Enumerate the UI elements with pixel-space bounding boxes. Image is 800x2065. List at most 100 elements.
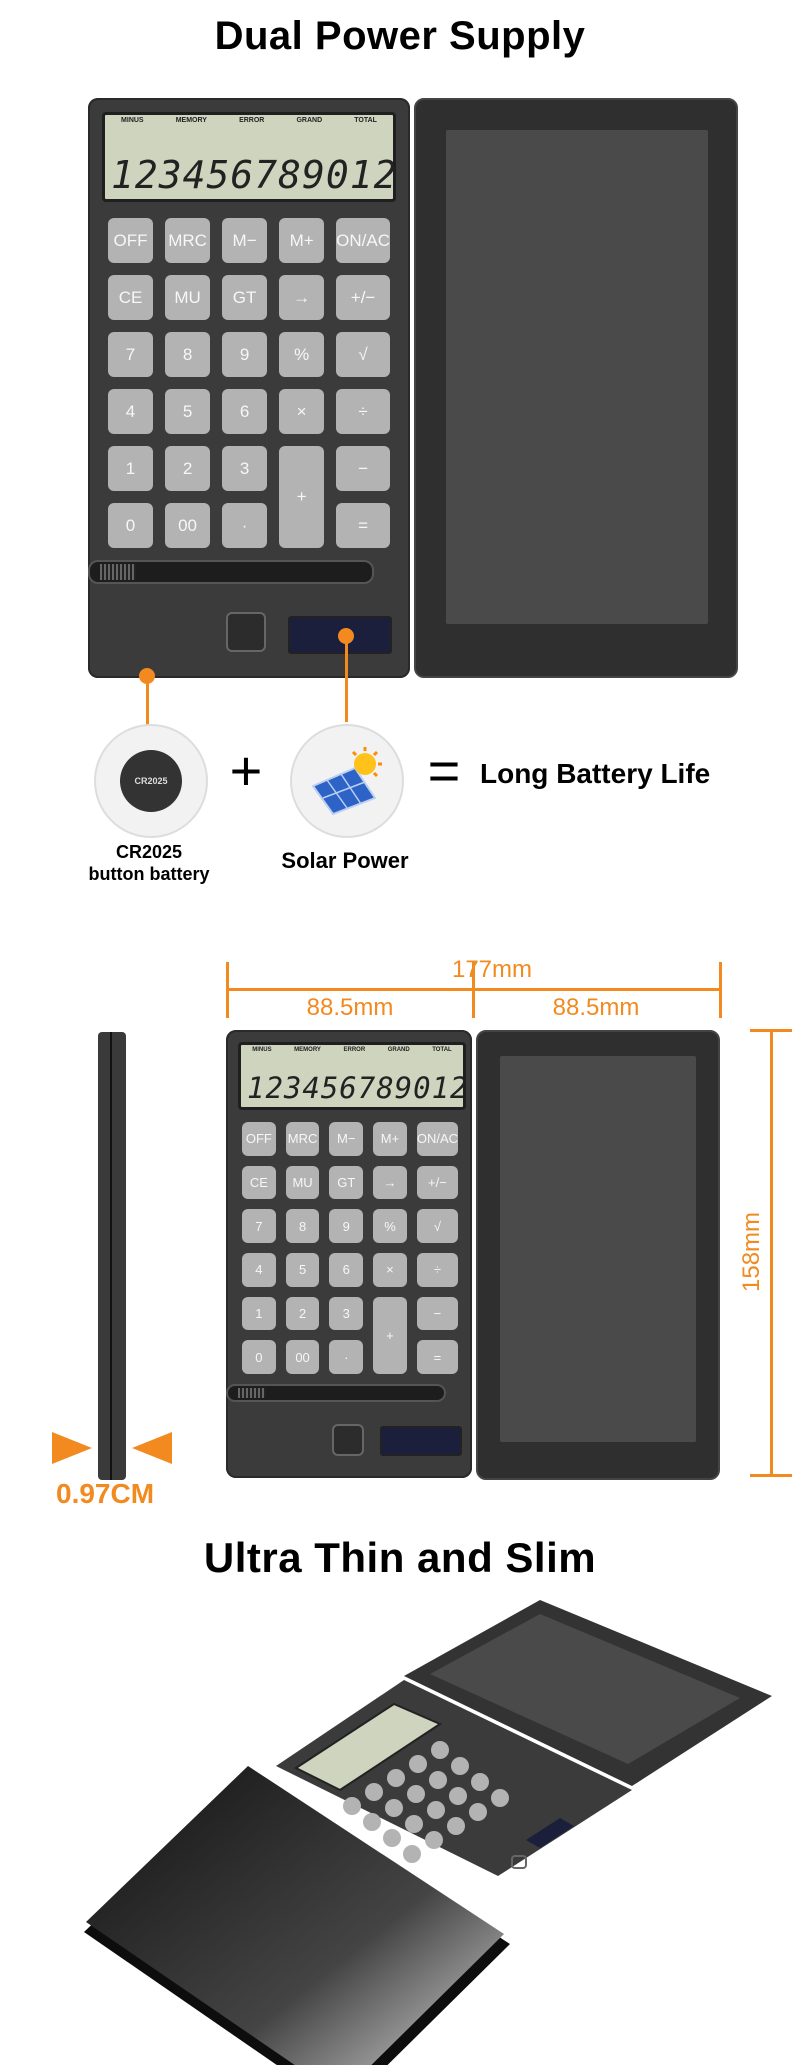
calc-key[interactable]: ON/AC xyxy=(336,218,390,263)
lcd-indicators-small: MINUS MEMORY ERROR GRAND TOTAL xyxy=(241,1047,463,1053)
calc-key[interactable]: 9 xyxy=(222,332,268,377)
solar-pointer-line xyxy=(345,640,348,722)
calc-key[interactable]: +/− xyxy=(336,275,390,320)
calc-key[interactable]: 3 xyxy=(329,1296,364,1331)
thickness-arrow-left-icon xyxy=(52,1432,92,1464)
calc-key[interactable]: M− xyxy=(222,218,268,263)
lcd-display: MINUS MEMORY ERROR GRAND TOTAL 123456789… xyxy=(102,112,396,202)
erase-button[interactable] xyxy=(226,612,266,652)
lcd-indicator: MINUS xyxy=(252,1047,272,1053)
calc-key[interactable]: 2 xyxy=(165,446,211,491)
closed-device-top xyxy=(86,1766,504,2065)
lcd-indicator: GRAND xyxy=(296,117,323,124)
lcd-writing-tablet-small xyxy=(476,1030,720,1480)
lcd-indicators: MINUS MEMORY ERROR GRAND TOTAL xyxy=(105,117,393,124)
calc-key[interactable]: 5 xyxy=(285,1253,320,1287)
open-calculator-keys xyxy=(343,1741,509,1863)
lcd-digits: 123456789012 xyxy=(111,153,396,197)
calc-key[interactable]: 0 xyxy=(242,1340,276,1374)
calc-key[interactable]: ÷ xyxy=(336,389,390,434)
total-width-label: 177mm xyxy=(451,956,533,983)
open-calculator-lcd xyxy=(293,1702,443,1792)
calc-key[interactable]: M+ xyxy=(279,218,325,263)
angled-product-illustration xyxy=(84,1600,772,2065)
calc-key[interactable]: · xyxy=(222,503,268,548)
calc-key[interactable]: 0 xyxy=(108,503,154,548)
calc-key[interactable]: 5 xyxy=(165,389,211,434)
calc-key[interactable]: MU xyxy=(165,275,211,320)
calc-key[interactable]: 7 xyxy=(108,332,154,377)
calc-key[interactable]: 4 xyxy=(108,389,154,434)
calc-key[interactable]: MRC xyxy=(285,1122,320,1156)
half-width-left-label: 88.5mm xyxy=(306,994,394,1021)
solar-pointer-dot xyxy=(338,628,354,644)
battery-pointer-line xyxy=(146,678,149,726)
calc-key[interactable]: 6 xyxy=(222,389,268,434)
lcd-indicator: ERROR xyxy=(239,117,265,124)
calc-key[interactable]: ON/AC xyxy=(416,1122,458,1156)
calc-key[interactable]: 4 xyxy=(242,1253,276,1287)
stylus-pen xyxy=(88,560,374,584)
calc-key[interactable]: MU xyxy=(285,1165,320,1200)
calc-key[interactable]: M+ xyxy=(373,1122,407,1156)
lcd-writing-tablet xyxy=(414,98,738,678)
width-tick-right xyxy=(719,962,722,1018)
calc-key[interactable]: 00 xyxy=(285,1340,320,1374)
side-view-device xyxy=(98,1032,126,1480)
solar-circle xyxy=(290,724,404,838)
calc-key[interactable]: 9 xyxy=(329,1209,364,1243)
calc-key[interactable]: GT xyxy=(222,275,268,320)
calculator-body: MINUS MEMORY ERROR GRAND TOTAL 123456789… xyxy=(88,98,410,678)
calc-key[interactable]: → xyxy=(279,275,325,320)
lcd-digits-small: 123456789012 xyxy=(247,1071,466,1105)
calc-key[interactable]: % xyxy=(279,332,325,377)
height-dimension-line xyxy=(770,1030,773,1476)
calc-key[interactable]: 6 xyxy=(329,1253,364,1287)
solar-sun-icon xyxy=(311,747,382,816)
calc-key[interactable]: MRC xyxy=(165,218,211,263)
calc-key[interactable]: ÷ xyxy=(416,1253,458,1287)
writing-screen xyxy=(446,130,708,624)
thickness-arrow-right-icon xyxy=(132,1432,172,1464)
calc-key[interactable]: 00 xyxy=(165,503,211,548)
calc-key[interactable]: − xyxy=(416,1296,458,1331)
calc-key[interactable]: OFF xyxy=(242,1122,276,1156)
calc-key[interactable]: 3 xyxy=(222,446,268,491)
calc-key[interactable]: M− xyxy=(329,1122,364,1156)
calc-key[interactable]: 1 xyxy=(108,446,154,491)
calc-key[interactable]: 2 xyxy=(285,1296,320,1331)
calc-key[interactable]: + xyxy=(373,1296,407,1374)
open-calculator-solar xyxy=(526,1818,574,1848)
calc-key[interactable]: × xyxy=(373,1253,407,1287)
ultra-thin-title: Ultra Thin and Slim xyxy=(203,1534,597,1581)
calc-key[interactable]: +/− xyxy=(416,1165,458,1200)
calc-key[interactable]: OFF xyxy=(108,218,154,263)
calc-key[interactable]: CE xyxy=(108,275,154,320)
calc-key[interactable]: × xyxy=(279,389,325,434)
calc-key[interactable]: · xyxy=(329,1340,364,1374)
battery-circle: CR2025 xyxy=(94,724,208,838)
open-calculator-erase xyxy=(511,1855,527,1869)
calc-key[interactable]: + xyxy=(279,446,325,548)
calc-key[interactable]: GT xyxy=(329,1165,364,1200)
calc-key[interactable]: CE xyxy=(242,1165,276,1200)
calc-key[interactable]: √ xyxy=(336,332,390,377)
calc-key[interactable]: 1 xyxy=(242,1296,276,1331)
dual-power-title: Dual Power Supply xyxy=(214,14,586,58)
lcd-indicator: GRAND xyxy=(387,1047,410,1053)
calc-key[interactable]: 8 xyxy=(285,1209,320,1243)
calc-key[interactable]: % xyxy=(373,1209,407,1243)
solar-panel-small xyxy=(380,1426,462,1456)
calc-key[interactable]: = xyxy=(416,1340,458,1374)
calc-key[interactable]: 7 xyxy=(242,1209,276,1243)
calc-key[interactable]: √ xyxy=(416,1209,458,1243)
calc-key[interactable]: 8 xyxy=(165,332,211,377)
calc-key[interactable]: = xyxy=(336,503,390,548)
erase-button-small[interactable] xyxy=(332,1424,364,1456)
calc-key[interactable]: → xyxy=(373,1165,407,1200)
coin-battery-text: CR2025 xyxy=(134,776,168,786)
calc-key[interactable]: − xyxy=(336,446,390,491)
long-battery-life-text: Long Battery Life xyxy=(480,758,711,789)
